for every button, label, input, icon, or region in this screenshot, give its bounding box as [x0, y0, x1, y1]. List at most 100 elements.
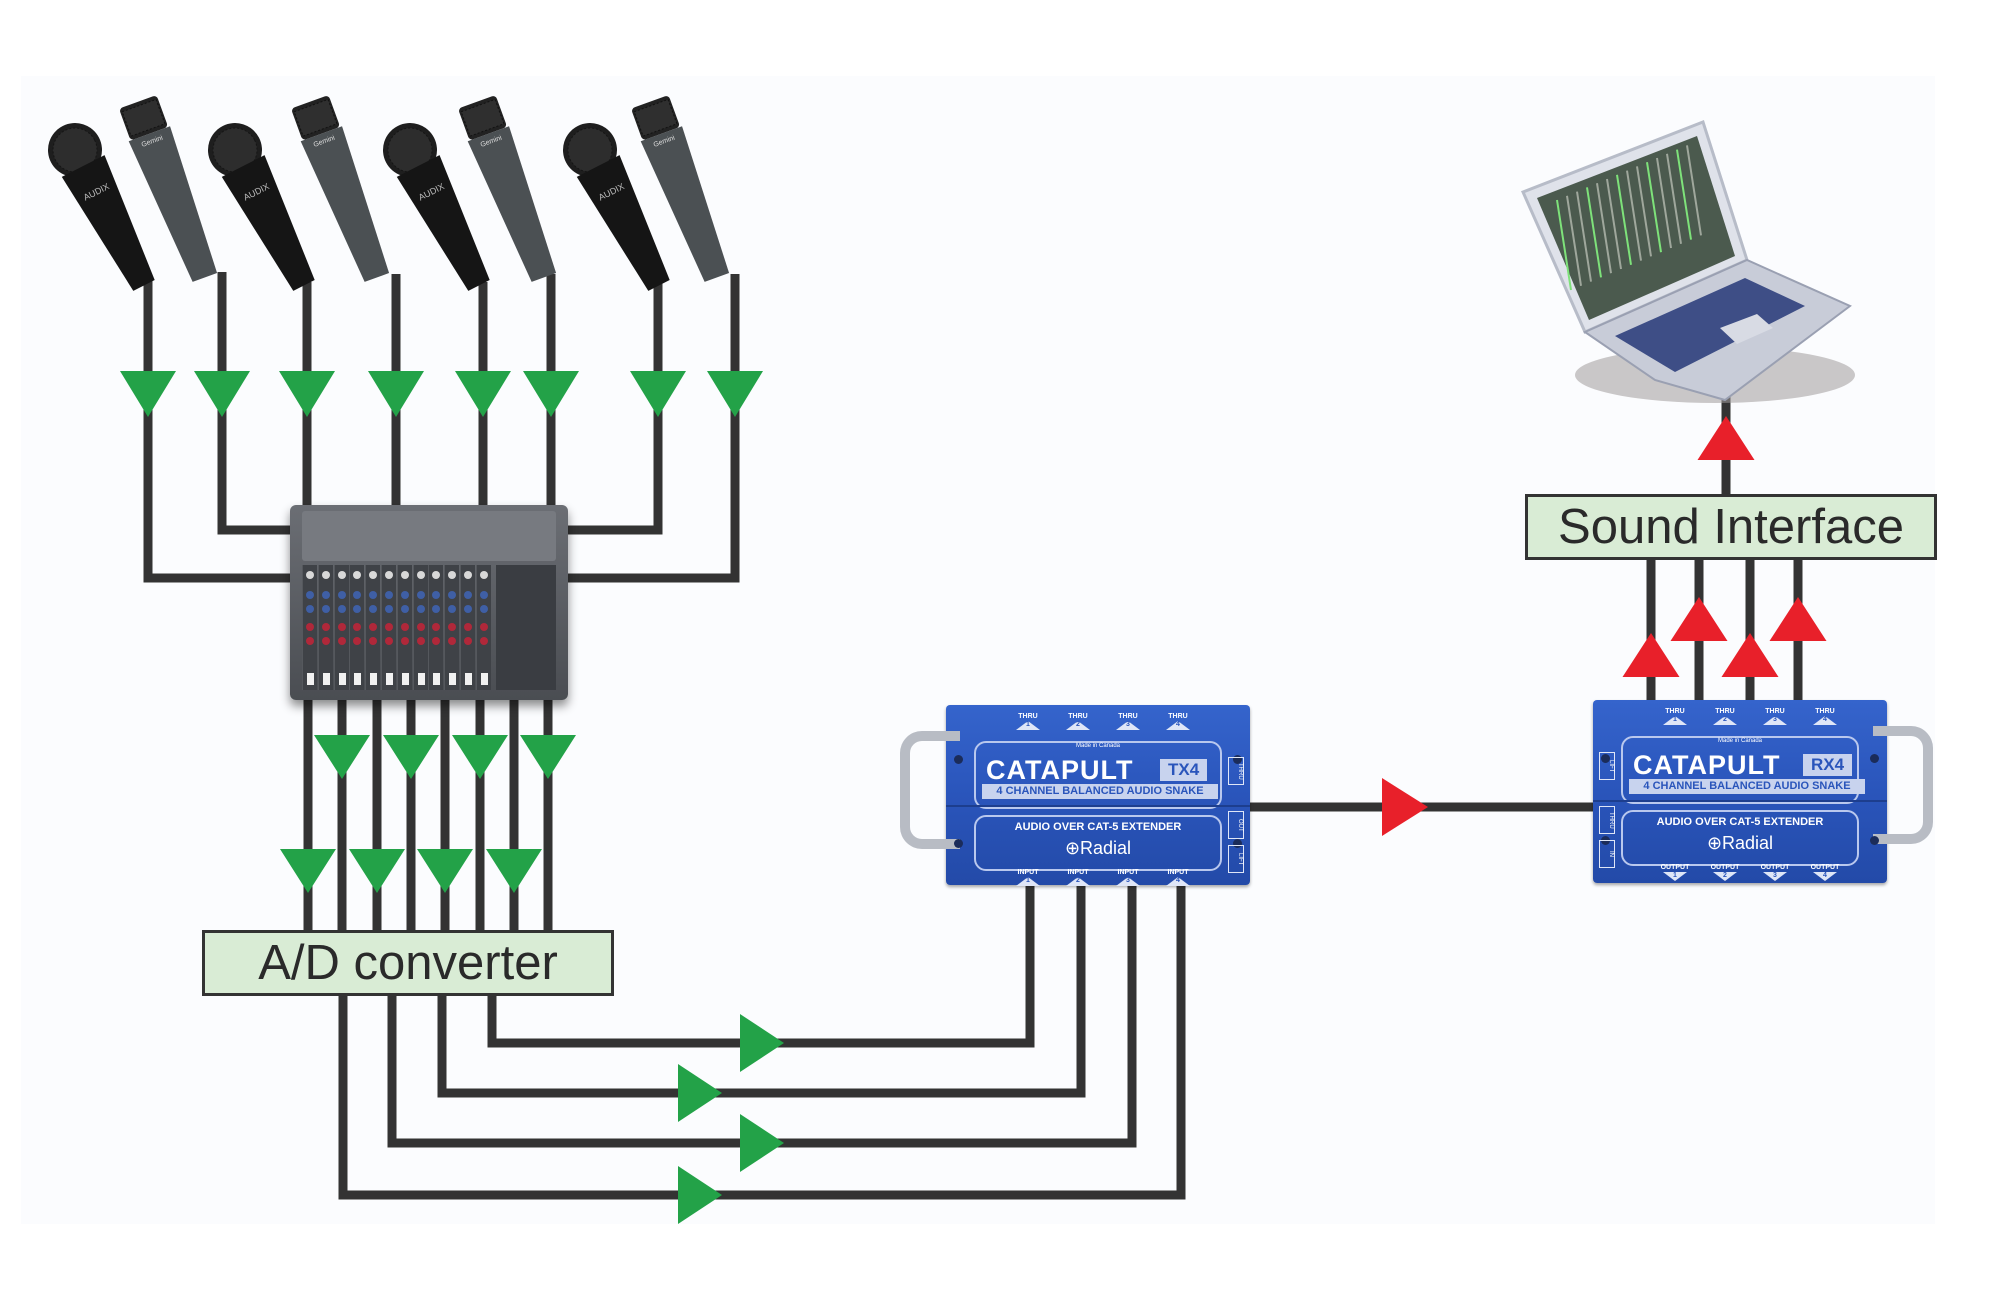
tx4-handle [900, 731, 960, 849]
eq-knob-icon [306, 605, 314, 613]
mic-signal-arrow-8 [707, 371, 763, 417]
daw-channel-fader [1646, 162, 1662, 253]
channel-fader [401, 673, 409, 685]
mixer-out-arrow-2 [314, 735, 370, 779]
aux-knob-icon [479, 623, 488, 631]
gain-knob-icon [432, 571, 441, 579]
port-label: THRU [1018, 713, 1038, 720]
rx4-to-interface-arrow-1 [1622, 633, 1680, 677]
port-label: THRU [1815, 708, 1835, 715]
port-arrow-icon [1813, 716, 1837, 725]
gain-knob-icon [353, 571, 362, 579]
port-arrow-icon [1663, 872, 1687, 881]
port-label: OUTPUT [1710, 864, 1740, 871]
ad-converter-label: A/D converter [258, 936, 558, 990]
port-number: 4 [1823, 872, 1827, 879]
port-arrow-icon [1166, 721, 1190, 730]
channel-fader [465, 673, 472, 685]
daw-channel-fader [1676, 149, 1692, 240]
microphone-4: Gemini [290, 96, 410, 295]
mixer-channel-strip [333, 565, 349, 690]
channel-fader [322, 673, 330, 685]
port-number: 4 [1176, 721, 1180, 728]
screw-icon [1233, 755, 1242, 764]
eq-knob-icon [416, 605, 425, 613]
gain-knob-icon [385, 571, 393, 579]
port-number: 3 [1126, 877, 1130, 884]
channel-fader [370, 673, 378, 685]
microphone-icon: AUDIX [208, 123, 315, 291]
mic-signal-arrow-1 [120, 371, 176, 417]
tx4-side-tag-lift: LIFT [1228, 845, 1244, 873]
port-arrow-icon [1763, 872, 1787, 881]
catapult-tx4-device: Made in Canada CATAPULT TX4 4 CHANNEL BA… [900, 705, 1250, 886]
mixer-out-arrow-7 [486, 849, 542, 893]
aux-knob-icon [369, 637, 378, 645]
tx4-brand-logo: ⊕Radial [946, 838, 1250, 859]
aux-knob-icon [432, 623, 441, 631]
port-arrow-icon [1116, 721, 1140, 730]
tx4-model: TX4 [1160, 759, 1208, 781]
channel-fader [338, 673, 346, 685]
tx4-bottom-panel [974, 815, 1222, 871]
eq-knob-icon [369, 591, 378, 599]
tx4-title: CATAPULT [986, 755, 1134, 785]
gain-knob-icon [479, 571, 488, 579]
microphone-icon: Gemini [632, 96, 730, 282]
port-number: 4 [1176, 877, 1180, 884]
channel-fader [354, 673, 362, 685]
ad-to-tx4-arrow-2 [740, 1114, 784, 1172]
rx4-brand-logo: ⊕Radial [1593, 833, 1887, 854]
eq-knob-icon [464, 591, 472, 599]
mixer-channel-strip [317, 565, 333, 690]
ad-to-tx4-arrow-3 [678, 1064, 722, 1122]
rx4-top-panel [1621, 736, 1859, 804]
mixer-master-section [496, 565, 556, 690]
port-number: 3 [1126, 721, 1130, 728]
microphone-icon: AUDIX [48, 123, 155, 291]
tx4-made-in: Made in Canada [1075, 743, 1121, 749]
rx4-side-tag-lift: LIFT [1599, 752, 1615, 780]
daw-channel-fader [1596, 183, 1612, 274]
port-number: 1 [1026, 877, 1030, 884]
rx4-to-interface-arrow-2 [1670, 597, 1728, 641]
mixer-out-arrow-4 [383, 735, 439, 779]
eq-knob-icon [321, 591, 330, 599]
gain-knob-icon [337, 571, 346, 579]
port-number: 1 [1673, 872, 1677, 879]
aux-knob-icon [464, 637, 472, 645]
mixer-out-arrow-6 [452, 735, 508, 779]
mic-signal-arrow-6 [523, 371, 579, 417]
daw-screen-content [1556, 145, 1702, 291]
aux-knob-icon [416, 637, 425, 645]
ad-to-tx4-arrow-4 [740, 1014, 784, 1072]
microphone-icon: Gemini [120, 96, 218, 282]
rx4-side-tag-thru: THRU [1599, 806, 1615, 834]
rx4-model: RX4 [1803, 754, 1853, 776]
daw-channel-fader [1636, 166, 1652, 257]
screw-icon [1233, 839, 1242, 848]
daw-channel-fader [1686, 145, 1702, 236]
screw-icon [954, 839, 963, 848]
eq-knob-icon [479, 605, 488, 613]
aux-knob-icon [337, 623, 346, 631]
aux-knob-icon [306, 637, 314, 645]
mixer-channel-strip [381, 565, 396, 690]
laptop-touchpad [1720, 314, 1773, 344]
port-label: OUTPUT [1660, 864, 1690, 871]
aux-knob-icon [400, 637, 409, 645]
catapult-rx4-device: Made in Canada CATAPULT RX4 4 CHANNEL BA… [1593, 700, 1933, 883]
aux-knob-icon [385, 623, 393, 631]
eq-knob-icon [353, 605, 362, 613]
port-arrow-icon [1713, 872, 1737, 881]
microphone-2: Gemini [118, 96, 238, 295]
daw-channel-fader [1616, 174, 1632, 265]
aux-knob-icon [306, 623, 314, 631]
port-arrow-icon [1066, 721, 1090, 730]
